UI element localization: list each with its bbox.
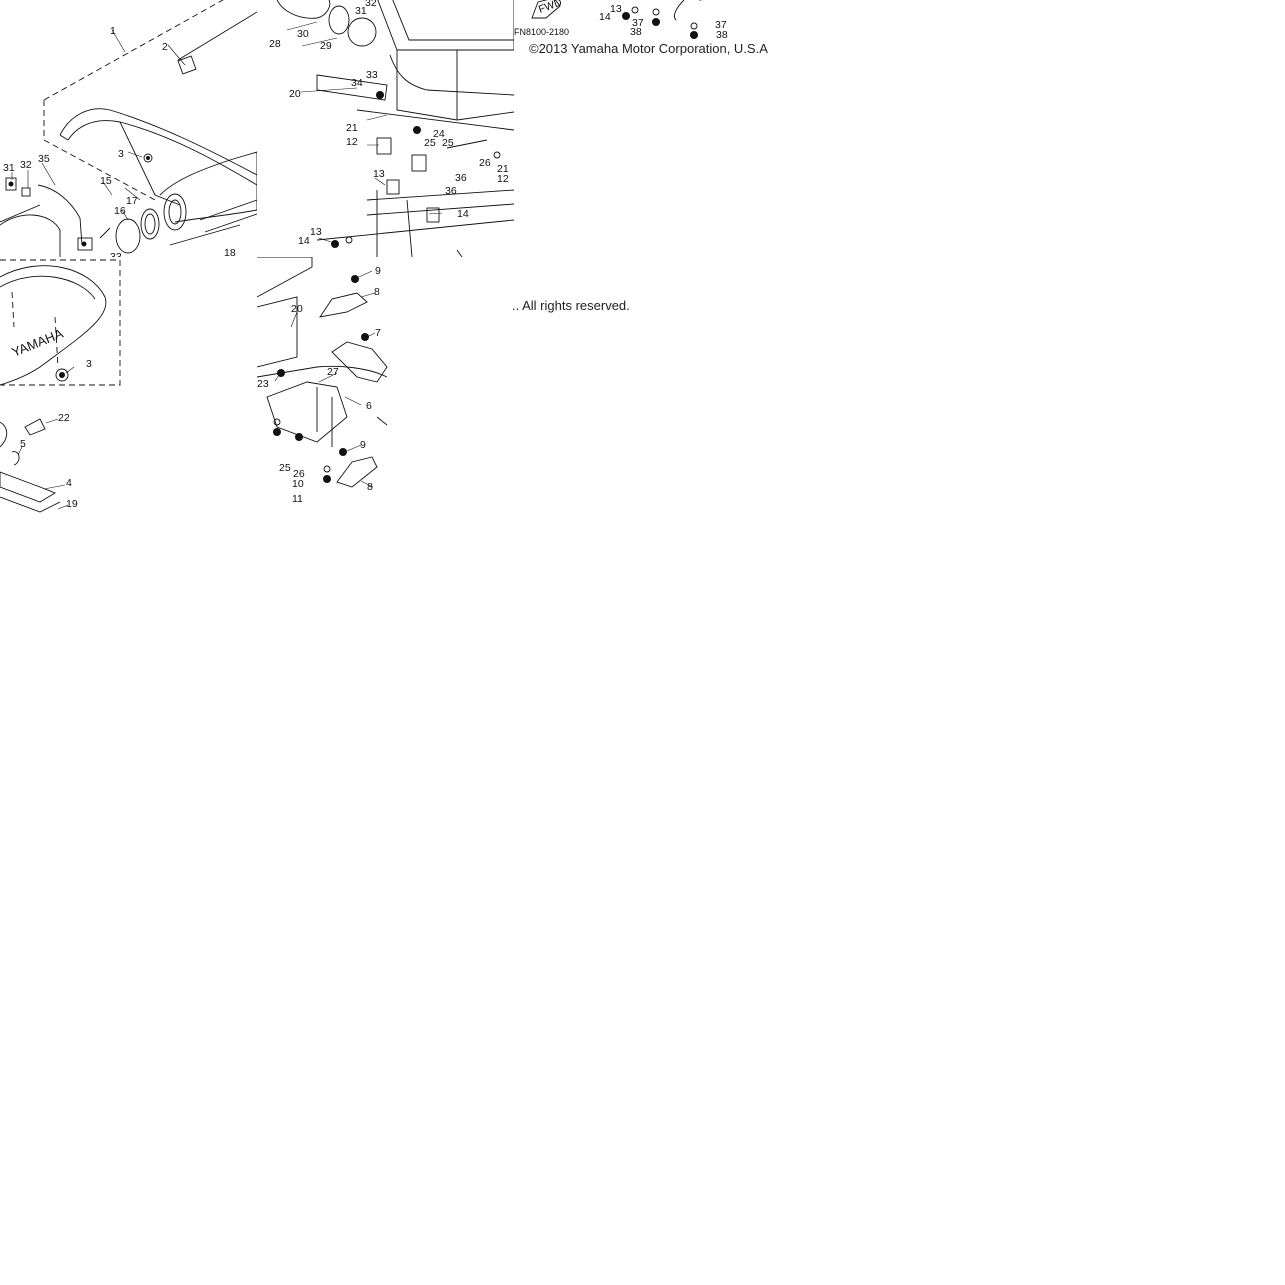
callout-label: 33 — [110, 251, 122, 257]
fwd-label: FWD — [537, 0, 564, 16]
callout-label: 27 — [327, 366, 339, 378]
callout-label: 14 — [599, 11, 611, 23]
callout-label: 32 — [20, 159, 32, 171]
callout-label: 1 — [110, 25, 116, 37]
diagram-code: FN8100-2180 — [514, 27, 569, 37]
callout-label: 9 — [360, 439, 366, 451]
air-box-drawing: 32 31 30 28 29 20 33 34 21 12 24 25 25 2… — [269, 0, 514, 257]
callout-label: 14 — [298, 235, 310, 247]
callout-label: 30 — [297, 28, 309, 40]
callout-label: 19 — [66, 498, 78, 510]
callout-label: 37 — [715, 19, 727, 31]
callout-label: 26 — [293, 468, 305, 480]
callout-label: 13 — [610, 3, 622, 15]
callout-label: 8 — [367, 481, 373, 493]
diagram-tile-seat: YAMAHA 3 22 5 4 19 — [0, 257, 257, 514]
callout-label: 37 — [632, 17, 644, 29]
callout-label: 20 — [291, 303, 303, 315]
callout-label: 28 — [269, 38, 281, 50]
callout-label: 16 — [114, 205, 126, 217]
callout-label: 21 — [497, 163, 509, 175]
seat-drawing: YAMAHA 3 22 5 4 19 — [0, 259, 121, 513]
callout-label: 38 — [716, 29, 728, 41]
callout-label: 13 — [373, 168, 385, 180]
callout-label: 15 — [100, 175, 112, 187]
callout-label: 5 — [20, 438, 26, 450]
intake-cover-drawing: 1 2 3 31 32 35 15 17 16 18 33 — [0, 0, 257, 257]
callout-label: 23 — [257, 378, 269, 390]
callout-label: 6 — [366, 400, 372, 412]
forward-marker-drawing: FWD FN8100-2180 13 14 37 38 37 38 — [514, 0, 728, 41]
callout-label: 4 — [66, 477, 72, 489]
callout-label: 2 — [162, 41, 168, 53]
callout-label: 12 — [346, 136, 358, 148]
callout-label: 36 — [455, 172, 467, 184]
callout-label: 36 — [445, 185, 457, 197]
callout-label: 11 — [292, 493, 303, 505]
callout-label: 25 — [279, 462, 291, 474]
callout-label: 10 — [292, 478, 304, 490]
callout-label: 25 — [424, 137, 436, 149]
copyright-text: ©2013 Yamaha Motor Corporation, U.S.A — [529, 41, 768, 56]
callout-label: 21 — [346, 122, 358, 134]
callout-label: 17 — [126, 195, 138, 207]
callout-label: 38 — [630, 26, 642, 38]
callout-label: 8 — [374, 286, 380, 298]
callout-label: 31 — [3, 162, 15, 174]
callout-label: 35 — [38, 153, 50, 165]
callout-label: 12 — [497, 173, 509, 185]
diagram-tile-air-box: 32 31 30 28 29 20 33 34 21 12 24 25 25 2… — [257, 0, 514, 257]
callout-label: 14 — [457, 208, 469, 220]
callout-label: 31 — [355, 5, 367, 17]
callout-label: 32 — [365, 0, 377, 9]
callout-label: 20 — [289, 88, 301, 100]
callout-label: 24 — [433, 128, 445, 140]
rights-reserved-text: .. All rights reserved. — [512, 298, 630, 313]
callout-label: 3 — [118, 148, 124, 160]
callout-label: 25 — [442, 137, 454, 149]
callout-label: 26 — [479, 157, 491, 169]
callout-label: 3 — [86, 358, 92, 370]
diagram-tile-intake-cover: 1 2 3 31 32 35 15 17 16 18 33 — [0, 0, 257, 257]
callout-label: 7 — [375, 327, 381, 339]
callout-label: 18 — [224, 247, 236, 257]
diagram-tile-forward-marker: FWD FN8100-2180 13 14 37 38 37 38 — [514, 0, 771, 42]
brackets-drawing: 9 8 20 7 27 23 6 9 25 26 10 11 8 — [257, 257, 388, 505]
callout-label: 34 — [351, 77, 363, 89]
callout-label: 9 — [375, 265, 381, 277]
callout-label: 13 — [310, 226, 322, 238]
callout-label: 33 — [366, 69, 378, 81]
diagram-tile-brackets: 9 8 20 7 27 23 6 9 25 26 10 11 8 — [257, 257, 514, 514]
callout-label: 22 — [58, 412, 70, 424]
callout-label: 29 — [320, 40, 332, 52]
